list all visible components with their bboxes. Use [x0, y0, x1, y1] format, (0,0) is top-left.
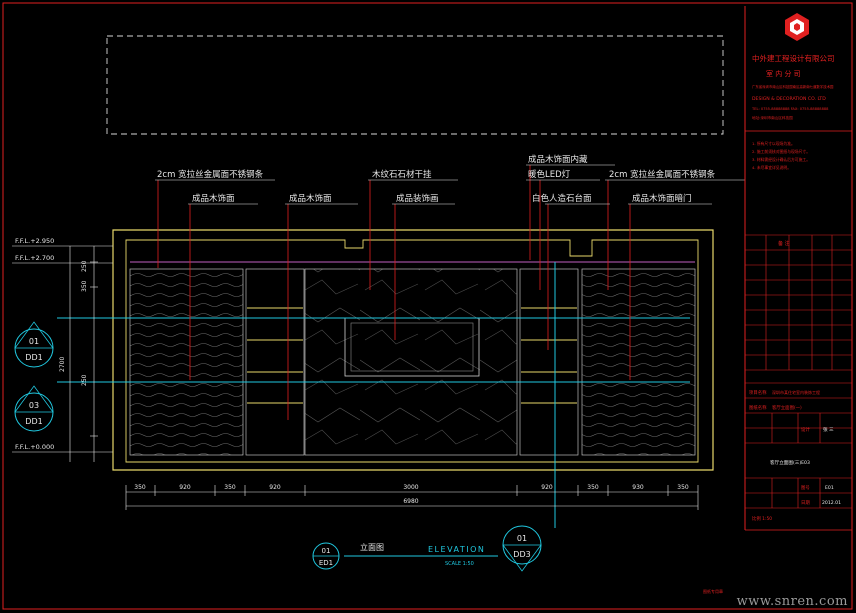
level-2950: F.F.L.+2.950 [15, 237, 54, 245]
hdim-6: 920 [541, 484, 553, 491]
title-mark: 01 ED1 [312, 542, 340, 570]
label-stone-top: 白色人造石台面 [532, 193, 592, 204]
grid-head: 备 注 [778, 240, 790, 247]
section-lines [57, 262, 690, 528]
title-scale: SCALE 1:50 [445, 561, 474, 567]
vdim-4: 350 [81, 280, 88, 292]
dashed-ceiling-zone [106, 35, 724, 135]
shelves [247, 307, 577, 404]
title-mark-num: 01 [322, 547, 331, 555]
hdim-4: 920 [269, 484, 281, 491]
vertical-dim-labels: 250 2700 250 350 [59, 260, 88, 386]
label-metal-strip-right: 2cm 宽拉丝金属面不锈钢条 [609, 169, 716, 180]
hdim-2: 920 [179, 484, 191, 491]
footer-scale: 比例 1:50 [752, 515, 772, 522]
right-wood-panel [581, 268, 696, 456]
drawing-name: 客厅立面图(一) [772, 404, 802, 411]
hdim-7: 350 [587, 484, 599, 491]
label-metal-strip-left: 2cm 宽拉丝金属面不锈钢条 [157, 169, 264, 180]
date-value: 2012.01 [822, 500, 841, 506]
notes-list: 1. 所有尺寸以现场为准。 2. 施工前须核对图纸与现场尺寸。 3. 材料需经设… [752, 141, 810, 170]
company-logo-icon [785, 13, 809, 41]
number-value: E01 [825, 485, 834, 491]
drawing-name-2: 客厅立面图(三)E03 [770, 459, 810, 466]
note-2: 2. 施工前须核对图纸与现场尺寸。 [752, 149, 810, 154]
hdim-9: 350 [677, 484, 689, 491]
wall-inner-outline [125, 239, 699, 463]
company-addr: 广东省深圳市南山区科技园南区高新南七道数字技术园 [752, 84, 834, 89]
callout-2-num: 03 [29, 401, 39, 410]
company-tel: TEL: 0755-88888888 FAX: 0755-88888888 [751, 107, 829, 111]
note-1: 1. 所有尺寸以现场为准。 [752, 141, 795, 146]
callout-left-1[interactable]: 01 DD1 [14, 321, 54, 368]
leader-lines [157, 165, 631, 420]
title-grid [745, 234, 852, 509]
number-label: 图号 [801, 485, 810, 491]
left-wood-panel [129, 268, 244, 456]
drawing-label: 图纸名称 [749, 404, 767, 411]
company-cn: 中外建工程设计有限公司 [752, 53, 835, 63]
callout-1-ref: DD1 [25, 353, 42, 362]
vdim-3: 250 [81, 374, 88, 386]
callout-bottom[interactable]: 01 DD3 [502, 525, 542, 572]
label-wood-hidden: 成品木饰面内藏 [528, 154, 588, 165]
company-misc: 地址:深圳市南山区科技园 [752, 115, 793, 120]
label-led: 暖色LED灯 [528, 169, 571, 180]
label-underlines [155, 164, 745, 205]
right-shelf-unit [519, 268, 579, 456]
title-cn: 立面图 [360, 542, 384, 552]
painting-inner [350, 322, 474, 372]
wall-outline [112, 229, 714, 471]
label-wood-panel-mid: 成品木饰面 [289, 193, 332, 204]
title-mark-ref: ED1 [319, 559, 333, 567]
hdim-1: 350 [134, 484, 146, 491]
title-en: ELEVATION [428, 545, 485, 554]
left-shelf-unit [245, 268, 305, 456]
bottom-dimension [125, 485, 699, 510]
hdim-5: 3000 [403, 484, 418, 491]
designer-value: 张 三 [823, 426, 834, 433]
callout-1-num: 01 [29, 337, 39, 346]
vdim-1: 250 [81, 260, 88, 272]
level-2700: F.F.L.+2.700 [15, 254, 54, 262]
date-label: 日期 [801, 500, 810, 506]
note-3: 3. 材料需经设计确认后方可施工。 [752, 157, 810, 162]
label-group: 2cm 宽拉丝金属面不锈钢条 成品木饰面 成品木饰面 木纹石石材干挂 成品装饰画… [157, 154, 716, 204]
label-hidden-door: 成品木饰面暗门 [632, 193, 692, 204]
label-wood-panel-left: 成品木饰面 [192, 193, 235, 204]
project-label: 项目名称 [749, 389, 767, 396]
vdim-2: 2700 [59, 357, 66, 372]
title-block: 中外建工程设计有限公司 室 内 分 司 广东省深圳市南山区科技园南区高新南七道数… [703, 6, 852, 594]
project-name: 深圳市某住宅室内装饰工程 [772, 389, 820, 395]
company-sub: 室 内 分 司 [766, 69, 801, 78]
vertical-dimension [69, 246, 98, 462]
level-lines [12, 245, 113, 453]
hdim-8: 930 [632, 484, 644, 491]
bottom-dim-labels: 350 920 350 920 3000 920 350 930 350 698… [134, 484, 689, 505]
label-painting: 成品装饰画 [396, 193, 439, 204]
note-4: 4. 未尽事宜详见说明。 [752, 165, 791, 170]
marble-wall [304, 268, 518, 456]
level-labels: F.F.L.+2.950 F.F.L.+2.700 F.F.L.+0.000 [15, 237, 54, 451]
callout-3-num: 01 [517, 534, 527, 543]
hdim-total: 6980 [403, 498, 418, 505]
company-en: DESIGN & DECORATION CO. LTD [752, 96, 826, 102]
stamp-label: 图纸专用章 [703, 588, 723, 594]
callout-3-ref: DD3 [513, 550, 530, 559]
watermark: www.snren.com [736, 594, 848, 609]
label-marble-stone: 木纹石石材干挂 [372, 169, 432, 180]
hdim-3: 350 [224, 484, 236, 491]
level-0000: F.F.L.+0.000 [15, 443, 54, 451]
callout-2-ref: DD1 [25, 417, 42, 426]
designer-label: 设计 [801, 426, 810, 433]
callout-left-2[interactable]: 03 DD1 [14, 385, 54, 432]
